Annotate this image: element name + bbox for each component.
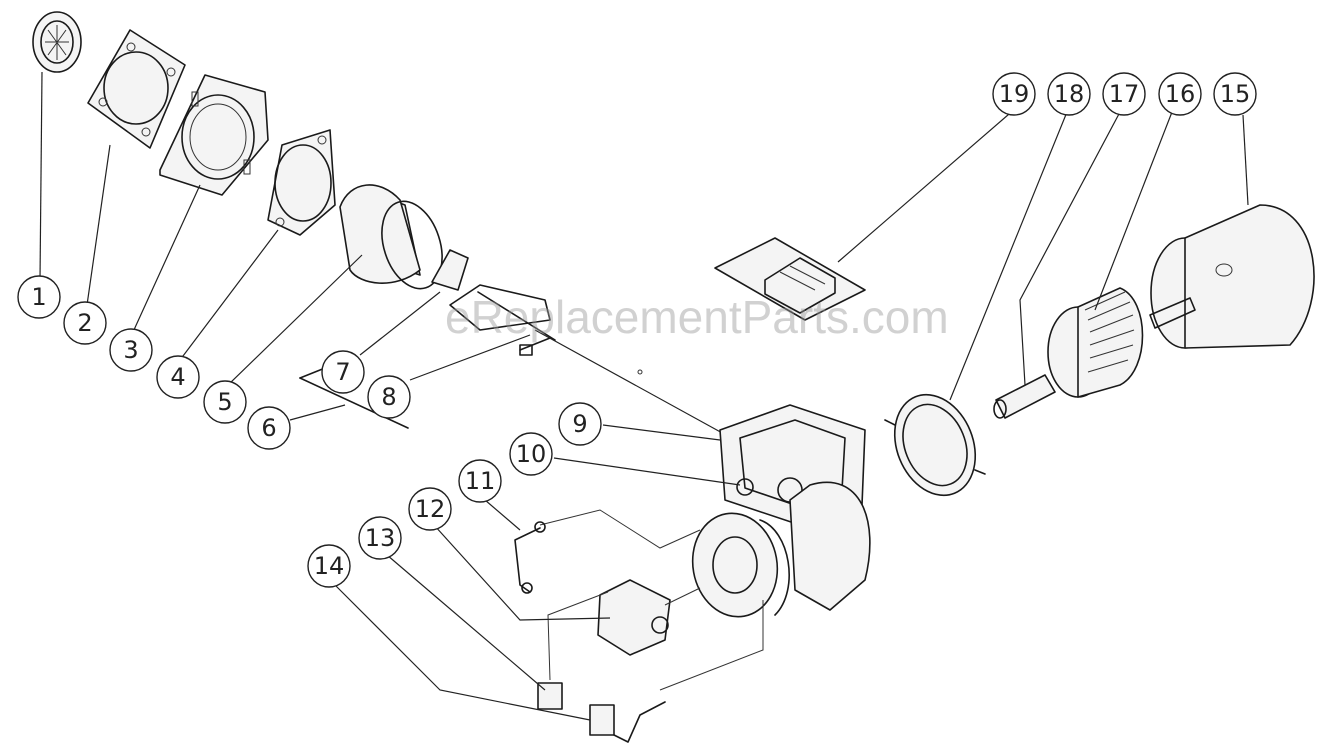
callout-19: 19: [992, 72, 1036, 116]
callout-6-label: 6: [261, 414, 276, 442]
part-17-coupling: [993, 374, 1056, 419]
callout-12: 12: [408, 487, 452, 531]
callout-3-label: 3: [123, 336, 138, 364]
callout-13: 13: [358, 516, 402, 560]
callout-12-label: 12: [415, 495, 446, 523]
part-3-flange-plate: [159, 74, 269, 196]
part-12-oil-pump: [597, 579, 701, 656]
callout-14: 14: [307, 544, 351, 588]
callout-10: 10: [509, 432, 553, 476]
callout-5: 5: [203, 380, 247, 424]
part-10-fitting: [736, 478, 754, 496]
part-14-connector: [589, 701, 666, 743]
part-7-clip: [431, 249, 469, 291]
callout-8: 8: [367, 375, 411, 419]
callout-18-label: 18: [1054, 80, 1085, 108]
callout-15: 15: [1213, 72, 1257, 116]
callout-6: 6: [247, 406, 291, 450]
callout-7: 7: [321, 350, 365, 394]
part-18-air-cone: [884, 393, 986, 497]
callout-16-label: 16: [1165, 80, 1196, 108]
part-1-retention-head: [32, 11, 82, 73]
watermark-text: eReplacementParts.com: [445, 291, 949, 343]
leader-lines: [39, 71, 1249, 721]
callout-2: 2: [63, 301, 107, 345]
part-16-blower-wheel: [1047, 287, 1144, 398]
fan-housing-cover: [691, 512, 790, 618]
callout-7-label: 7: [335, 358, 350, 386]
callout-14-label: 14: [314, 552, 345, 580]
callout-18: 18: [1047, 72, 1091, 116]
callout-17-label: 17: [1109, 80, 1140, 108]
part-15-motor: [1149, 204, 1315, 349]
callout-8-label: 8: [381, 383, 396, 411]
small-marker: [637, 369, 643, 375]
callout-4-label: 4: [170, 363, 185, 391]
callout-3: 3: [109, 328, 153, 372]
callout-11: 11: [458, 459, 502, 503]
part-4-gasket: [267, 129, 336, 236]
part-8-electrode-assembly: [449, 284, 736, 441]
callout-1: 1: [17, 275, 61, 319]
callout-1-label: 1: [31, 283, 46, 311]
part-5-blast-tube: [339, 184, 443, 290]
callout-10-label: 10: [516, 440, 547, 468]
callout-15-label: 15: [1220, 80, 1251, 108]
callout-19-label: 19: [999, 80, 1030, 108]
callout-13-label: 13: [365, 524, 396, 552]
callout-5-label: 5: [217, 388, 232, 416]
part-9-burner-housing: [719, 404, 871, 611]
callout-2-label: 2: [77, 309, 92, 337]
callout-11-label: 11: [465, 467, 496, 495]
callout-17: 17: [1102, 72, 1146, 116]
part-19-control-board: [714, 237, 866, 321]
wiring-lines: [547, 591, 764, 691]
callout-9: 9: [558, 402, 602, 446]
callout-4: 4: [156, 355, 200, 399]
part-11-oil-line: [514, 509, 701, 594]
callout-9-label: 9: [572, 410, 587, 438]
callout-16: 16: [1158, 72, 1202, 116]
part-2-mounting-flange: [87, 29, 186, 149]
